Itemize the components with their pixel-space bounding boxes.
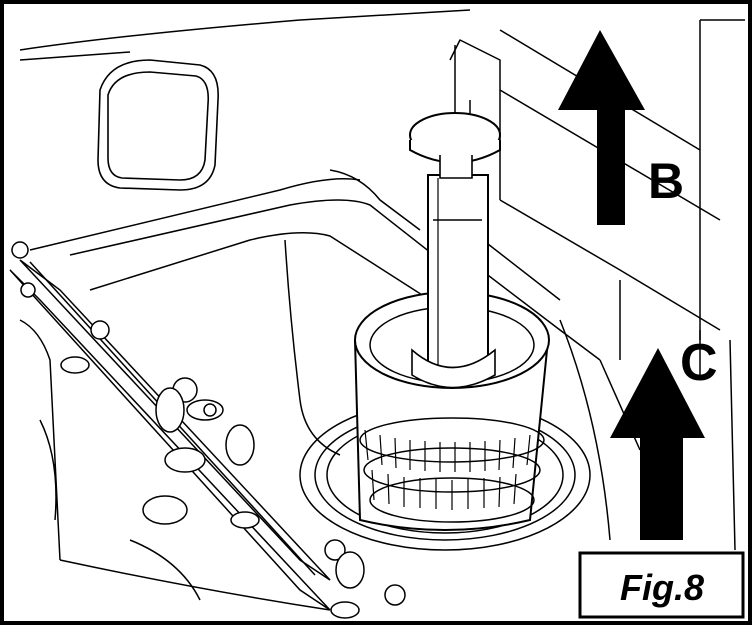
arrow-c-label: C (680, 334, 718, 392)
arrow-b: B (558, 30, 684, 225)
figure-label-box: Fig.8 (578, 551, 745, 619)
arrow-b-label: B (648, 153, 684, 209)
filter-handle-tube (409, 112, 501, 389)
arrow-up-icon (610, 348, 705, 540)
figure-label: Fig.8 (620, 567, 704, 608)
spray-arm (9, 241, 406, 619)
vent-cap (97, 59, 219, 191)
arrow-up-icon (558, 30, 645, 225)
arrow-c: C (610, 334, 718, 540)
